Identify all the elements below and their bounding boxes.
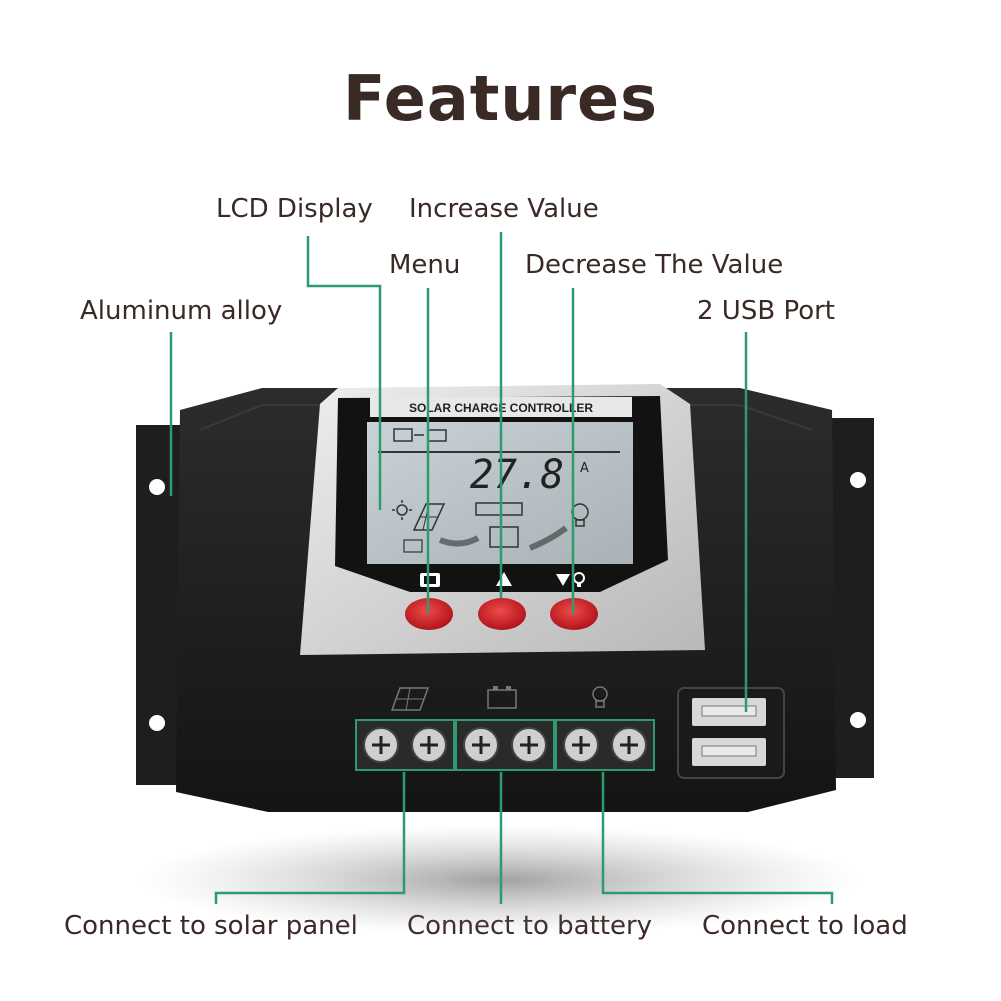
increase-button[interactable] xyxy=(478,598,526,630)
label-aluminum-alloy: Aluminum alloy xyxy=(80,296,283,326)
lcd-unit: A xyxy=(580,461,589,476)
menu-icon xyxy=(420,573,440,587)
left-mounting-bracket xyxy=(136,425,180,785)
load-terminal-block xyxy=(555,719,655,771)
lcd-reading: 27.8 xyxy=(470,452,564,498)
page-title: Features xyxy=(342,62,659,135)
lcd-battery-icon xyxy=(475,502,523,548)
bulb-icon xyxy=(592,686,608,708)
label-decrease-value: Decrease The Value xyxy=(525,250,784,280)
leader-lines xyxy=(169,232,834,904)
battery-icon xyxy=(487,686,517,709)
label-usb-port: 2 USB Port xyxy=(697,296,835,326)
usb-port-panel xyxy=(677,687,785,779)
right-mounting-bracket xyxy=(830,418,874,778)
lcd-sun-icon xyxy=(392,500,412,520)
label-lcd-display: LCD Display xyxy=(216,194,373,224)
battery-terminal-block xyxy=(455,719,555,771)
solar-terminal-block xyxy=(355,719,455,771)
solar-panel-icon xyxy=(390,687,430,711)
label-increase-value: Increase Value xyxy=(409,194,599,224)
label-menu: Menu xyxy=(389,250,461,280)
